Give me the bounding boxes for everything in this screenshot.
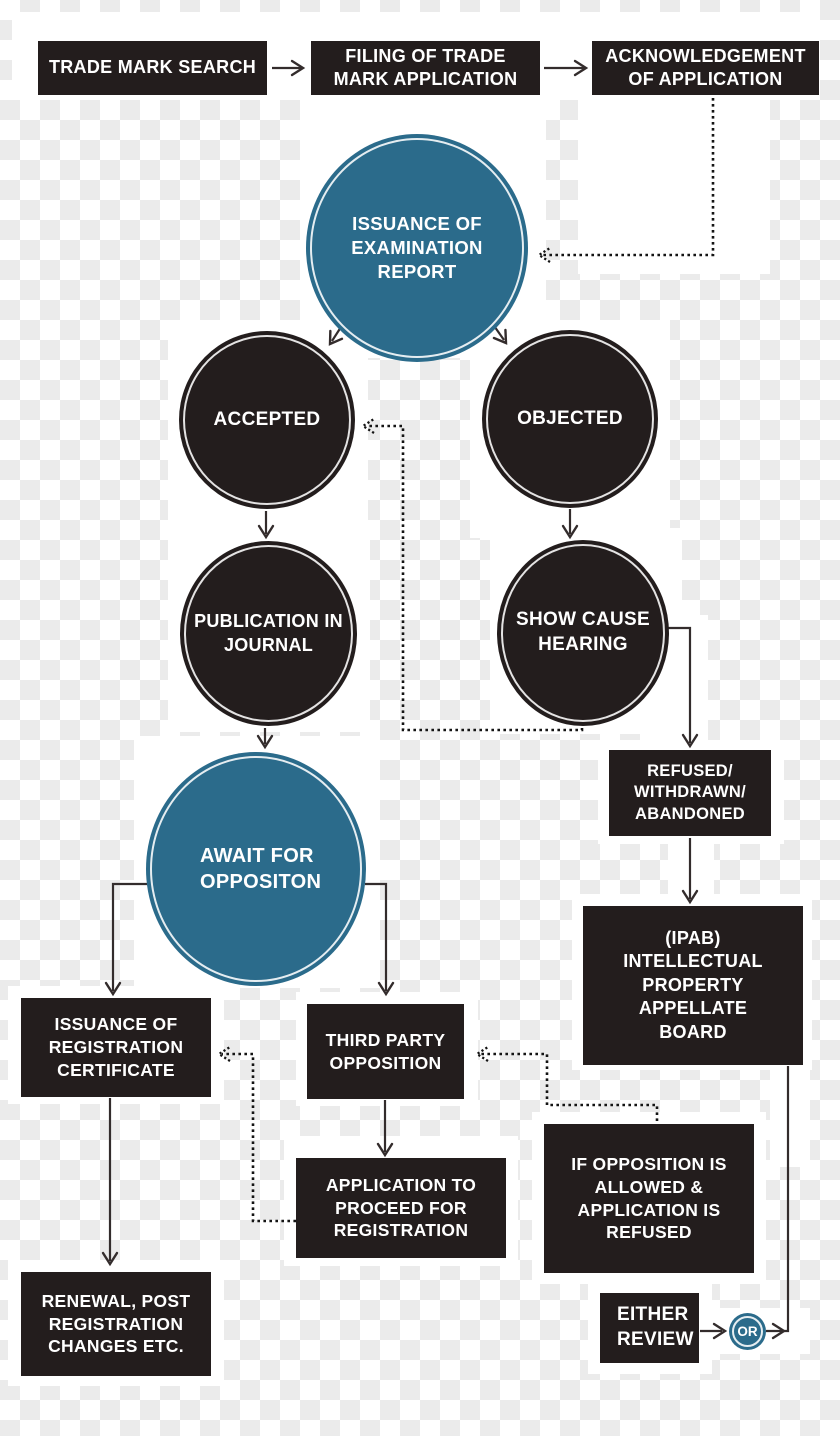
node-either-review: EITHER REVIEW — [600, 1293, 699, 1363]
node-ipab-board: (IPAB) INTELLECTUAL PROPERTY APPELLATE B… — [583, 906, 803, 1065]
node-or-connector: OR — [729, 1313, 766, 1350]
node-trade-mark-search: TRADE MARK SEARCH — [38, 41, 267, 95]
node-show-cause-hearing: SHOW CAUSE HEARING — [497, 540, 669, 726]
node-label: IF OPPOSITION IS ALLOWED & APPLICATION I… — [571, 1154, 727, 1243]
node-label: ACCEPTED — [213, 408, 321, 430]
node-label: FILING OF TRADE MARK APPLICATION — [333, 45, 518, 89]
node-label: PUBLICATION IN JOURNAL — [194, 611, 343, 655]
white-patch — [578, 94, 770, 274]
node-label: ISSUANCE OF EXAMINATION REPORT — [351, 212, 483, 283]
node-examination-report: ISSUANCE OF EXAMINATION REPORT — [306, 134, 528, 362]
node-accepted: ACCEPTED — [179, 331, 355, 509]
node-label: APPLICATION TO PROCEED FOR REGISTRATION — [325, 1174, 477, 1241]
node-label: REFUSED/ WITHDRAWN/ ABANDONED — [633, 761, 747, 823]
node-label: SHOW CAUSE HEARING — [516, 609, 650, 655]
node-label: RENEWAL, POST REGISTRATION CHANGES ETC. — [41, 1290, 191, 1357]
node-objected: OBJECTED — [482, 330, 658, 508]
node-label: (IPAB) INTELLECTUAL PROPERTY APPELLATE B… — [623, 928, 763, 1042]
node-label: ISSUANCE OF REGISTRATION CERTIFICATE — [48, 1014, 184, 1080]
node-registration-certificate: ISSUANCE OF REGISTRATION CERTIFICATE — [21, 998, 211, 1097]
node-label: ACKNOWLEDGEMENT OF APPLICATION — [605, 45, 806, 89]
node-await-for-opposition: AWAIT FOR OPPOSITON — [146, 752, 366, 986]
node-if-opposition-allowed: IF OPPOSITION IS ALLOWED & APPLICATION I… — [544, 1124, 754, 1273]
node-label: EITHER REVIEW — [617, 1304, 694, 1350]
node-publication-in-journal: PUBLICATION IN JOURNAL — [180, 541, 357, 726]
node-label: OR — [737, 1323, 758, 1339]
node-refused-withdrawn-abandoned: REFUSED/ WITHDRAWN/ ABANDONED — [609, 750, 771, 836]
node-label: OBJECTED — [517, 407, 623, 429]
node-label: THIRD PARTY OPPOSITION — [325, 1029, 446, 1073]
node-label: TRADE MARK SEARCH — [48, 57, 257, 78]
node-filing-application: FILING OF TRADE MARK APPLICATION — [311, 41, 540, 95]
node-renewal-post-registration: RENEWAL, POST REGISTRATION CHANGES ETC. — [21, 1272, 211, 1376]
node-acknowledgement: ACKNOWLEDGEMENT OF APPLICATION — [592, 41, 819, 95]
node-third-party-opposition: THIRD PARTY OPPOSITION — [307, 1004, 464, 1099]
node-label: AWAIT FOR OPPOSITON — [200, 845, 322, 893]
white-patch — [770, 1063, 810, 1167]
node-application-proceed-registration: APPLICATION TO PROCEED FOR REGISTRATION — [296, 1158, 506, 1258]
